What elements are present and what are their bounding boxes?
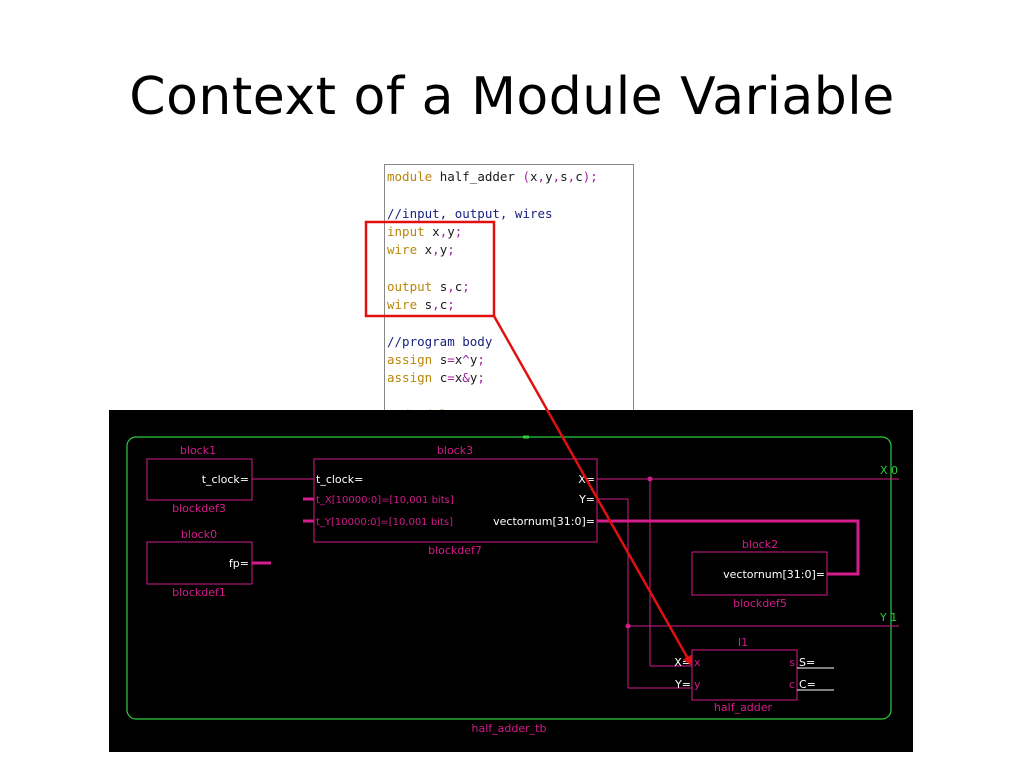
code-line: wire s,c; [387,296,633,314]
i1-pin-y: y [694,678,701,691]
code-token: s [560,169,568,184]
code-token: assign [387,351,440,367]
block2-port: vectornum[31:0]= [723,568,825,581]
block1-def: blockdef3 [172,502,226,515]
i1-c-label: C= [799,678,816,691]
code-line: wire x,y; [387,241,633,259]
block0-port: fp= [229,557,249,570]
code-line [387,314,633,332]
code-token: y [447,223,455,239]
code-token: module [387,169,440,184]
code-token: x [454,351,463,367]
i1-pin-c: c [789,678,795,691]
block2-name: block2 [742,538,778,551]
code-token: half_adder [439,169,523,184]
code-token: output [387,278,440,294]
code-token: ); [582,169,598,184]
block1-port: t_clock= [202,473,249,486]
code-line: assign s=x^y; [387,351,633,369]
code-token: ( [522,169,531,184]
slide-title: Context of a Module Variable [129,67,895,127]
code-token: c [575,169,583,184]
x-output-value: X 0 [880,464,898,477]
code-token: = [447,351,455,367]
code-token: , [567,169,576,184]
code-token: y [469,370,478,386]
block2-def: blockdef5 [733,597,787,610]
code-token: y [469,351,478,367]
i1-def: half_adder [714,701,773,714]
code-token: //input, output, wires [387,205,553,221]
code-token: //program body [387,333,493,349]
code-token: x [454,370,463,386]
code-line: //program body [387,333,633,351]
block1-name: block1 [180,444,216,457]
i1-box [691,649,798,701]
code-line: module half_adder (x,y,s,c); [387,168,633,186]
block3-out-y: Y= [578,493,595,506]
code-token: , [552,169,561,184]
block3-out-vec: vectornum[31:0]= [493,515,595,528]
code-token: input [387,223,433,239]
code-line: input x,y; [387,223,633,241]
code-token: c [439,370,448,386]
y-junction [625,623,631,629]
code-token: assign [387,370,440,386]
code-token: x [432,223,440,239]
block3-name: block3 [437,444,473,457]
block3-out-x: X= [578,473,595,486]
block3-in-x: t_X[10000:0]=[10,001 bits] [316,495,454,506]
i1-y-label: Y= [674,678,691,691]
code-token: wire [387,297,425,313]
code-line: output s,c; [387,278,633,296]
code-token: & [462,370,470,386]
y-output-value: Y 1 [879,611,897,624]
code-token: ; [477,370,485,386]
i1-s-label: S= [799,656,815,669]
code-token: = [447,370,455,386]
code-token: , [432,297,440,313]
code-token: y [545,169,553,184]
block3-def: blockdef7 [428,544,482,557]
i1-pin-x: x [694,656,701,669]
code-token: ; [462,278,470,294]
block0-def: blockdef1 [172,586,226,599]
i1-x-label: X= [674,656,691,669]
code-token: wire [387,242,425,258]
block3-in-clock: t_clock= [316,473,363,486]
i1-pin-s: s [789,656,795,669]
code-line [387,186,633,204]
vectornum-wire [597,519,860,576]
code-line [387,388,633,406]
code-token: ; [447,297,455,313]
code-token: , [447,278,455,294]
code-line: //input, output, wires [387,205,633,223]
code-token: ; [477,351,485,367]
code-line [387,259,633,277]
code-line: assign c=x&y; [387,369,633,387]
code-token: , [432,242,440,258]
code-token: ^ [462,351,470,367]
block3-in-y: t_Y[10000:0]=[10,001 bits] [316,517,453,528]
schematic-diagram: half_adder_tb block1 t_clock= blockdef3 … [109,410,913,752]
code-token: s [439,351,448,367]
code-token: , [537,169,546,184]
code-token: ; [447,242,455,258]
code-listing: module half_adder (x,y,s,c); //input, ou… [384,164,634,432]
code-token: x [530,169,538,184]
code-token: ; [454,223,463,239]
block0-name: block0 [181,528,217,541]
i1-name: I1 [738,636,748,649]
testbench-label: half_adder_tb [472,722,547,735]
